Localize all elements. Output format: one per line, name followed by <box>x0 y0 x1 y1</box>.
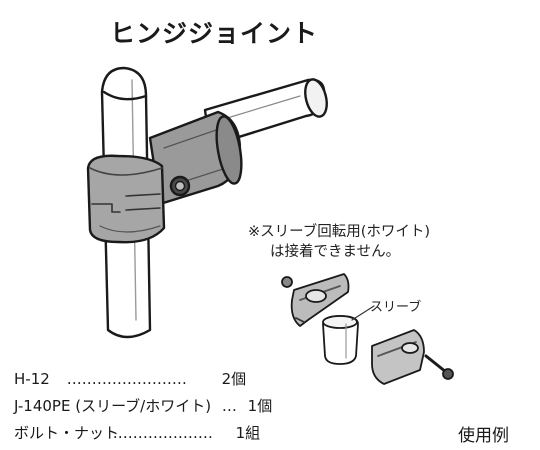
page-title: ヒンジジョイント <box>110 19 319 48</box>
parts-list: H-12 ‥‥‥‥‥‥‥‥‥‥‥‥ 2個 J-140PE (スリーブ/ホワイト)… <box>14 366 272 447</box>
sleeve-label: スリーブ <box>370 300 422 315</box>
note-line-2: は接着できません。 <box>270 244 401 260</box>
bolt-icon <box>442 368 454 380</box>
part-quantity: 1組 <box>235 424 261 442</box>
part-quantity: 1個 <box>247 397 273 415</box>
parts-list-item: ボルト・ナット ‥‥‥‥‥‥‥‥‥‥ 1組 <box>14 420 272 447</box>
part-leader-dots: … <box>221 397 237 415</box>
nut-icon <box>281 276 293 288</box>
part-leader-dots: ‥‥‥‥‥‥‥‥‥‥ <box>112 424 213 442</box>
parts-list-item: J-140PE (スリーブ/ホワイト) … 1個 <box>14 393 272 420</box>
part-leader-dots: ‥‥‥‥‥‥‥‥‥‥‥‥ <box>66 370 187 388</box>
part-name: J-140PE (スリーブ/ホワイト) <box>14 397 212 415</box>
part-name: H-12 <box>14 370 50 388</box>
note-line-1: ※スリーブ回転用(ホワイト) <box>248 224 431 240</box>
parts-list-item: H-12 ‥‥‥‥‥‥‥‥‥‥‥‥ 2個 <box>14 366 272 393</box>
sleeve-note: ※スリーブ回転用(ホワイト) は接着できません。 <box>248 222 430 262</box>
part-name: ボルト・ナット <box>14 424 120 442</box>
usage-example-label: 使用例 <box>458 426 509 446</box>
part-quantity: 2個 <box>221 370 247 388</box>
